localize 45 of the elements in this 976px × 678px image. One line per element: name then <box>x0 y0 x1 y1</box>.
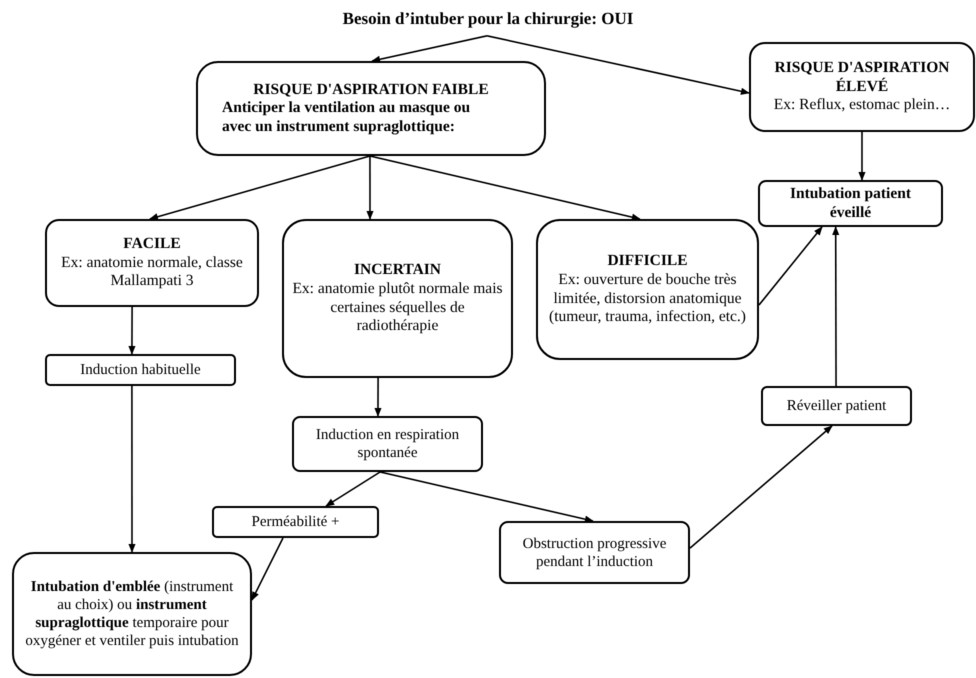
box-text: Réveiller patient <box>786 397 886 415</box>
arrow <box>689 425 833 549</box>
arrow <box>366 156 374 220</box>
box-text: Ex: ouverture de bouche très limitée, distorsion anatomique (tumeur, trauma, infection, etc.) <box>548 270 747 327</box>
box-text: Perméabilité + <box>251 513 340 531</box>
box-text: Induction en respiration spontanée <box>314 426 460 462</box>
box-text: Intubation d'emblée (instrument au choix) ou instrument supraglottique temporaire pour oxygéner et ventiler puis intubation <box>24 578 240 650</box>
box-text: Obstruction progressive pendant l’induction <box>522 534 668 570</box>
arrow <box>374 378 382 417</box>
arrow <box>758 226 823 306</box>
process-box <box>292 416 483 472</box>
process-box <box>761 386 912 426</box>
box-text: Anticiper la ventilation au masque ou avec un instrument supraglottique: <box>221 99 472 136</box>
process-box <box>196 61 546 156</box>
box-text: Induction habituelle <box>80 361 201 379</box>
process-box <box>282 219 513 378</box>
box-text: Intubation patient éveillé <box>788 184 912 222</box>
process-box <box>212 506 379 538</box>
process-box <box>758 180 943 227</box>
box-text: Ex: Reflux, estomac plein… <box>774 96 950 115</box>
arrow <box>486 35 750 95</box>
heading-text: Besoin d’intuber pour la chirurgie: OUI <box>238 4 738 34</box>
arrow <box>832 226 840 386</box>
process-box <box>45 219 259 307</box>
arrow <box>149 155 370 220</box>
box-text: Ex: anatomie plutôt normale mais certaines séquelles de radiothérapie <box>292 280 503 336</box>
arrow <box>251 538 284 601</box>
arrow <box>128 386 136 553</box>
arrow <box>370 155 641 221</box>
process-box <box>12 552 252 676</box>
process-box <box>749 42 975 132</box>
arrow <box>858 132 866 181</box>
arrow <box>380 471 594 523</box>
box-heading: DIFFICILE <box>607 252 688 271</box>
process-box <box>499 521 690 584</box>
arrow <box>371 35 488 63</box>
box-heading: RISQUE D'ASPIRATION ÉLEVÉ <box>774 59 950 96</box>
arrow <box>128 307 136 355</box>
box-heading: RISQUE D'ASPIRATION FAIBLE <box>253 80 489 100</box>
box-text: Ex: anatomie normale, classe Mallampati 3 <box>60 254 244 291</box>
box-heading: FACILE <box>123 235 181 254</box>
arrow <box>325 471 380 507</box>
box-heading: INCERTAIN <box>354 261 441 280</box>
process-box <box>536 219 759 360</box>
process-box <box>45 354 236 386</box>
